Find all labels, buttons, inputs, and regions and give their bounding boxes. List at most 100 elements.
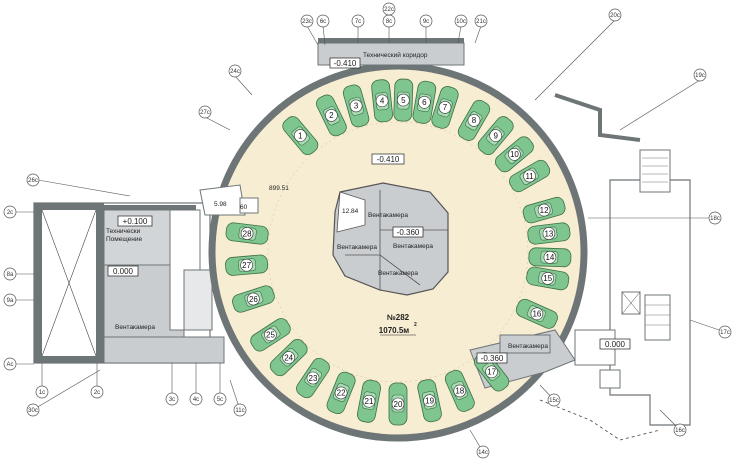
axis-label-11c: 11с — [235, 408, 244, 414]
car-number: 14 — [545, 253, 554, 262]
axis-bubble-1c — [35, 385, 49, 399]
axis-label-2c: 2с — [7, 210, 13, 216]
car-number-bubble — [467, 114, 481, 127]
car-number-bubble — [247, 292, 260, 306]
car-number: 8 — [472, 116, 477, 125]
car-number: 19 — [425, 397, 434, 406]
axis-label-21c: 21с — [476, 19, 486, 25]
car-number: 22 — [337, 389, 346, 398]
axis-bubble-6c — [316, 14, 330, 28]
axis-label-8a: 8а — [7, 272, 14, 278]
car-number: 24 — [284, 353, 293, 362]
dimension-labels: 899.51 5.98 60 12.84 — [214, 185, 359, 215]
axis-label-27c: 27с — [200, 110, 210, 116]
axis-bubble-3c — [165, 392, 179, 406]
level-left-room: 0.000 — [113, 267, 134, 276]
axis-label-19c: 19с — [695, 73, 705, 79]
axis-label-2c-b: 2с — [94, 390, 100, 396]
car-number: 27 — [242, 261, 251, 270]
car-number-bubble — [240, 227, 254, 240]
axis-bubble-24c — [228, 64, 242, 78]
car-number: 12 — [540, 206, 549, 215]
car-number: 26 — [249, 295, 258, 304]
room-area: 1070.5м — [379, 326, 409, 335]
axis-bubble-20c — [608, 8, 622, 22]
axis-bubble-10c — [454, 14, 468, 28]
car-number-bubble — [264, 328, 277, 342]
axis-label-5c: 5с — [217, 397, 223, 403]
axis-bubbles — [3, 2, 732, 459]
room-tech-room-line1: Технически — [106, 228, 141, 235]
car-number: 13 — [544, 229, 553, 238]
room-area-unit-sup: 2 — [414, 322, 417, 328]
car-number: 28 — [243, 229, 252, 238]
car-number-bubble — [485, 365, 498, 379]
room-vent-right: Вентакамера — [508, 343, 548, 350]
axis-bubble-11c — [233, 403, 247, 417]
car-number-bubble — [537, 203, 551, 217]
level-texts: -0.410 -0.410 -0.360 -0.360 +0.100 0.000… — [113, 59, 626, 363]
central-core — [332, 182, 449, 296]
axis-label-15c: 15с — [549, 398, 559, 404]
axis-bubble-26c — [26, 173, 40, 187]
car-number: 11 — [525, 172, 534, 181]
car-number: 10 — [510, 150, 519, 159]
car-number: 4 — [380, 97, 385, 106]
room-vent-c1: Вентакамера — [368, 212, 408, 219]
axis-bubble-4c — [189, 392, 203, 406]
car-number-bubble — [282, 351, 296, 364]
dim-12-84: 12.84 — [342, 208, 359, 215]
room-vent-c4: Вентакамера — [378, 270, 418, 277]
axis-label-16c: 16с — [675, 428, 685, 434]
axis-label-4c: 4с — [193, 397, 199, 403]
car-number: 23 — [309, 374, 318, 383]
car-number: 16 — [532, 310, 541, 319]
room-vent-left: Вентакамера — [115, 324, 155, 331]
axis-bubble-15c — [547, 393, 561, 407]
axis-bubble-17c — [718, 325, 732, 339]
car-number-bubble — [240, 258, 253, 272]
axis-label-3c: 3с — [169, 397, 175, 403]
axis-label-30c: 30с — [28, 408, 38, 414]
axis-label-20c: 20с — [610, 13, 620, 19]
axis-bubble-9a — [3, 293, 17, 307]
axis-label-10c: 10с — [456, 19, 466, 25]
car-number: 21 — [365, 397, 374, 406]
car-number-bubble — [362, 394, 376, 408]
car-number-bubble — [541, 272, 555, 285]
car-number: 5 — [401, 96, 406, 105]
room-number: №282 — [387, 313, 410, 322]
dim-899-51: 899.51 — [269, 185, 289, 192]
axis-bubble-ac — [3, 357, 17, 371]
level-top: -0.410 — [334, 59, 357, 68]
axis-label-6c: 6с — [320, 19, 326, 25]
axis-bubble-30c — [26, 403, 40, 417]
car-number: 25 — [266, 331, 275, 340]
level-right-room: 0.000 — [605, 340, 626, 349]
car-number: 6 — [422, 98, 427, 107]
axis-bubble-21c — [474, 14, 488, 28]
axis-bubble-8a — [3, 267, 17, 281]
car-number-bubble — [530, 307, 544, 321]
car-number-bubble — [349, 99, 363, 113]
car-number: 9 — [493, 131, 498, 140]
car-number-bubble — [523, 169, 536, 183]
axis-label-22c: 22с — [384, 7, 394, 13]
car-number-bubble — [508, 148, 521, 161]
axis-label-8c: 8с — [386, 19, 392, 25]
axis-label-23c: 23с — [302, 19, 312, 25]
car-number-bubble — [489, 129, 503, 142]
car-number: 17 — [487, 368, 496, 377]
room-tech-corridor: Технический коридор — [363, 51, 428, 59]
room-tech-room-line2: Помещение — [106, 236, 142, 243]
axis-bubble-19c — [693, 68, 707, 82]
axis-label-24c: 24с — [230, 69, 240, 75]
car-number-bubble — [306, 371, 320, 385]
axis-bubble-23c — [300, 14, 314, 28]
axis-bubble-9c — [419, 14, 433, 28]
car-number-bubble — [396, 93, 410, 107]
car-number-bubble — [375, 94, 389, 108]
car-number-bubble — [453, 384, 467, 398]
